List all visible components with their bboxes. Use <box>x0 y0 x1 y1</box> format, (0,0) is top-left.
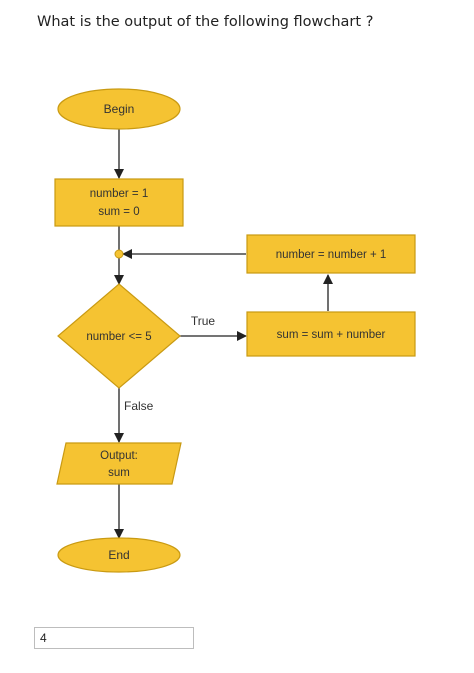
output-label-text: Output: <box>100 450 138 462</box>
update-number-box: number = number + 1 <box>246 234 416 274</box>
accumulate-sum-text: sum = sum + number <box>277 329 386 341</box>
update-number-text: number = number + 1 <box>276 249 387 261</box>
flow-connectors <box>114 129 333 539</box>
output-value-text: sum <box>108 467 130 479</box>
answer-value: 4 <box>40 631 47 645</box>
accumulate-sum-box: sum = sum + number <box>246 311 416 357</box>
condition-text: number <= 5 <box>86 331 151 343</box>
init-process-box: number = 1 sum = 0 <box>54 178 184 227</box>
condition-decision: number <= 5 <box>57 283 181 389</box>
begin-label: Begin <box>104 102 135 116</box>
output-io-box: Output: sum <box>56 442 182 485</box>
answer-input[interactable]: 4 <box>34 627 194 649</box>
true-branch-label: True <box>191 314 216 328</box>
loop-junction-node <box>114 249 124 259</box>
flowchart-diagram: Begin number = 1 sum = 0 number = number… <box>54 88 416 573</box>
question-text: What is the output of the following flow… <box>37 14 374 30</box>
end-label: End <box>108 548 129 562</box>
init-sum-text: sum = 0 <box>98 206 139 218</box>
false-branch-label: False <box>124 399 154 413</box>
begin-terminal: Begin <box>57 88 181 130</box>
end-terminal: End <box>57 537 181 573</box>
init-number-text: number = 1 <box>90 188 149 200</box>
